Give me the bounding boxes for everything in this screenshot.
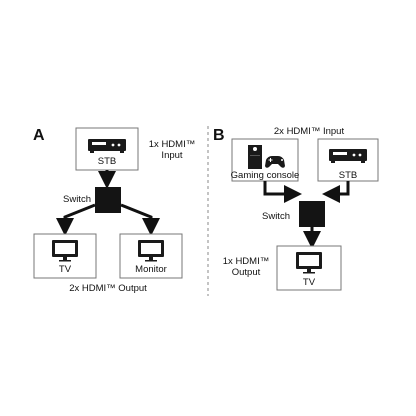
panel-a-letter: A xyxy=(33,127,45,144)
monitor-label-a: Monitor xyxy=(135,264,167,275)
stb-icon xyxy=(329,149,367,163)
connector-switch-monitor-a xyxy=(120,203,160,236)
tv-icon xyxy=(296,252,322,274)
panel-b-letter: B xyxy=(213,127,225,144)
output-label-a: 2x HDMI™ Output xyxy=(69,283,147,294)
switch-box-b xyxy=(299,201,325,227)
input-label-b: 2x HDMI™ Input xyxy=(273,126,345,137)
stb-icon xyxy=(88,139,126,153)
input-label-a-line2: Input xyxy=(161,150,183,161)
gaming-console-label-b: Gaming console xyxy=(230,170,300,181)
switch-label-a: Switch xyxy=(63,194,91,205)
tv-icon xyxy=(52,240,78,262)
input-label-a-line1: 1x HDMI™ xyxy=(148,139,196,150)
monitor-icon xyxy=(138,240,164,262)
switch-box-a xyxy=(95,187,121,213)
connector-switch-tv-a xyxy=(56,203,96,236)
output-label-b-line1: 1x HDMI™ xyxy=(222,256,270,267)
tv-label-b: TV xyxy=(302,277,316,288)
connector-stb-switch-b xyxy=(322,181,350,203)
gaming-console-icon xyxy=(248,145,285,169)
gaming-console-box-b xyxy=(231,138,299,182)
stb-label-a: STB xyxy=(97,156,117,167)
stb-label-b: STB xyxy=(338,170,358,181)
output-label-b-line2: Output xyxy=(231,267,261,278)
connector-console-switch-b xyxy=(263,181,302,203)
tv-label-a: TV xyxy=(58,264,72,275)
switch-label-b: Switch xyxy=(262,211,290,222)
